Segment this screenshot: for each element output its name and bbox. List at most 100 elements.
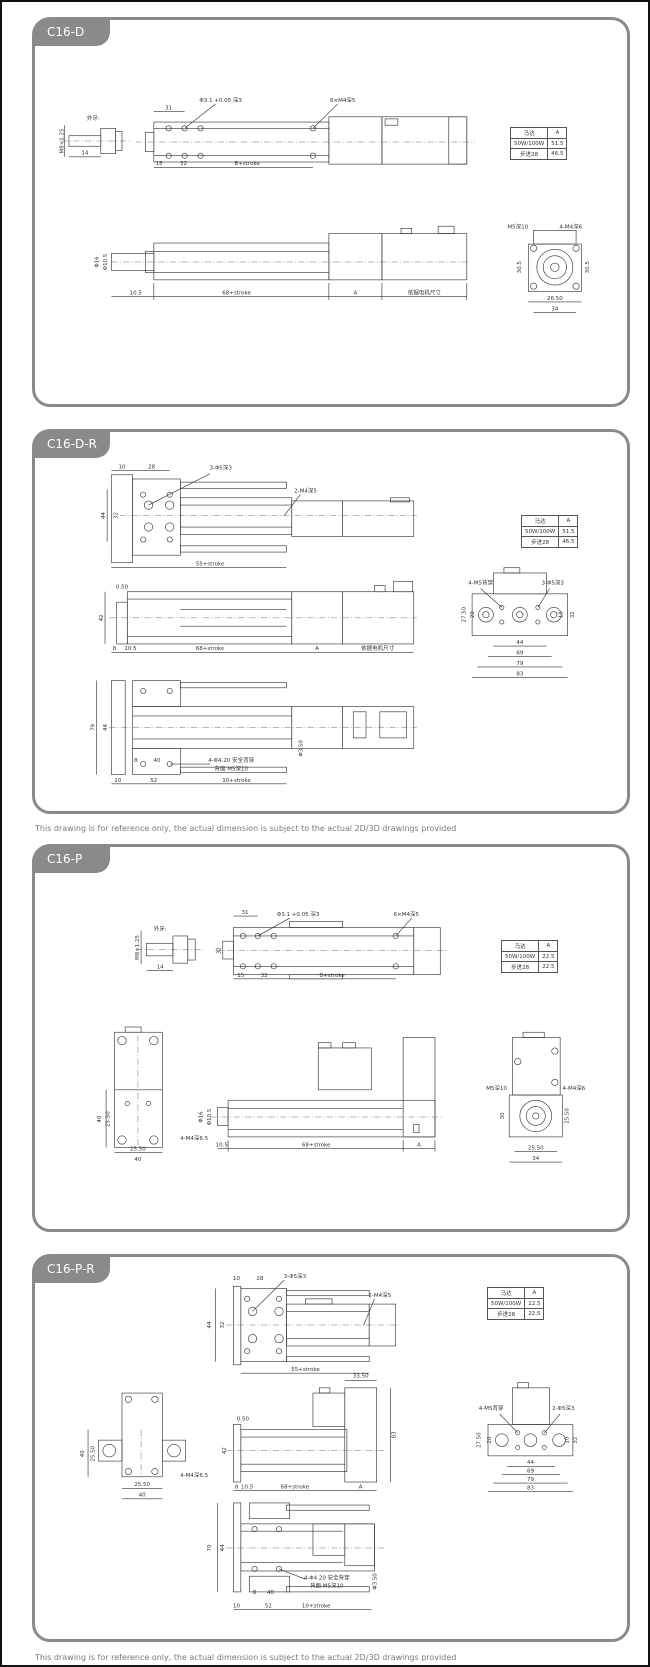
hole-mark: [251, 1565, 258, 1572]
part-outline: [493, 572, 547, 595]
dimension-label: 4-M5背穿: [468, 578, 493, 586]
part-outline: [317, 1047, 372, 1091]
hole-mark: [535, 605, 541, 610]
part-outline: [517, 1382, 529, 1389]
dimension-label: 14: [81, 151, 89, 157]
panel-title: C16-P-R: [34, 1256, 110, 1283]
hole-mark: [499, 619, 505, 625]
dimension-label: A: [354, 291, 358, 297]
hole-mark: [197, 125, 204, 132]
hole-mark: [165, 522, 175, 532]
dimension-label: 28: [256, 1276, 264, 1282]
hole-mark: [149, 1135, 159, 1145]
part-outline: [487, 1424, 574, 1457]
dimension-label: A: [417, 1142, 421, 1148]
part-outline: [180, 481, 287, 489]
hole-mark: [525, 1106, 546, 1126]
part-outline: [291, 500, 343, 537]
part-outline: [522, 1031, 545, 1038]
dimension-label: 32: [570, 611, 576, 618]
hole-mark: [151, 1468, 159, 1476]
dimension-label: 31: [242, 910, 249, 916]
dimension-label: 10: [233, 1276, 241, 1282]
dimension-label: 79: [516, 661, 524, 667]
table-header: A: [524, 1287, 545, 1299]
dimension-line: [184, 103, 216, 129]
part-outline: [217, 1107, 229, 1126]
dimension-label: 40: [134, 1157, 142, 1163]
dimension-line: [395, 917, 412, 937]
dimension-label: 40: [153, 758, 161, 764]
hole-mark: [181, 152, 188, 159]
table-cell: 22.5: [538, 961, 559, 973]
dimension-label: 10.5: [241, 1484, 253, 1490]
dimension-label: 25.50: [105, 1111, 111, 1127]
table-header: 马达: [500, 940, 540, 952]
part-outline: [227, 1099, 436, 1138]
dimension-label: 30.5: [585, 261, 591, 274]
hole-mark: [309, 125, 316, 132]
hole-mark: [244, 1348, 251, 1355]
part-outline: [533, 230, 577, 245]
dimension-label: 55+stroke: [196, 562, 225, 568]
part-outline: [512, 1387, 550, 1425]
hole-mark: [392, 963, 399, 970]
dimension-label: 32: [573, 1437, 579, 1444]
disclaimer-note: This drawing is for reference only, the …: [35, 824, 457, 833]
hole-mark: [515, 1445, 521, 1450]
table-cell: 46.5: [558, 536, 579, 548]
dimension-label: 40: [267, 1590, 275, 1596]
dimension-line: [284, 494, 301, 516]
dimension-label: M8×1.25: [60, 128, 66, 153]
dimension-label: 27.50: [477, 1432, 483, 1448]
dimension-label: 70: [207, 1544, 213, 1551]
dimension-label: 32: [114, 512, 120, 519]
hole-mark: [550, 611, 558, 619]
dimension-label: Φ10.5: [207, 1109, 213, 1125]
part-outline: [413, 927, 441, 975]
dimension-label: 25.50: [90, 1445, 96, 1461]
hole-mark: [124, 1101, 130, 1106]
dimension-label: 背面 M5深10: [310, 1582, 344, 1590]
panel-title: C16-D: [34, 19, 110, 46]
dimension-label: 44: [207, 1321, 213, 1328]
part-outline: [161, 1439, 186, 1462]
hole-mark: [530, 282, 538, 290]
hole-mark: [550, 262, 560, 272]
dimension-label: Φ3.50: [373, 1573, 379, 1590]
dimension-label: B+stroke: [235, 161, 261, 167]
dimension-label: 2-M4深5: [368, 1291, 391, 1299]
dimension-label: 83: [527, 1485, 535, 1491]
dimension-label: 4-Φ4.20 安全背穿: [208, 756, 254, 764]
part-outline: [121, 1392, 163, 1478]
part-outline: [286, 1504, 370, 1511]
hole-mark: [254, 933, 261, 939]
dimension-label: 25.50: [130, 1147, 146, 1153]
dimension-label: 6×M4深5: [330, 96, 356, 104]
part-outline: [312, 1392, 346, 1427]
hole-mark: [495, 1433, 509, 1447]
dimension-label: 40: [80, 1450, 86, 1457]
table-header: 马达: [486, 1287, 526, 1299]
hole-mark: [514, 1058, 522, 1066]
hole-mark: [247, 1306, 258, 1316]
dimension-label: 30: [500, 1112, 506, 1119]
part-outline: [413, 1124, 420, 1134]
hole-mark: [165, 125, 172, 132]
hole-mark: [251, 1526, 258, 1533]
dimension-label: 33.50: [353, 1373, 369, 1379]
hole-mark: [165, 500, 175, 510]
dimension-line: [252, 1279, 285, 1312]
dimension-label: 69: [516, 650, 524, 656]
dimension-label: 2-M4深5: [294, 487, 317, 495]
part-outline: [379, 711, 407, 739]
dimension-label: 10: [558, 611, 564, 618]
hole-mark: [516, 611, 524, 619]
dimension-line: [278, 1568, 306, 1580]
part-outline: [512, 1037, 561, 1096]
dimension-label: 34: [532, 1156, 540, 1162]
dimension-label: 4-Φ4.20 安全背穿: [304, 1573, 350, 1581]
